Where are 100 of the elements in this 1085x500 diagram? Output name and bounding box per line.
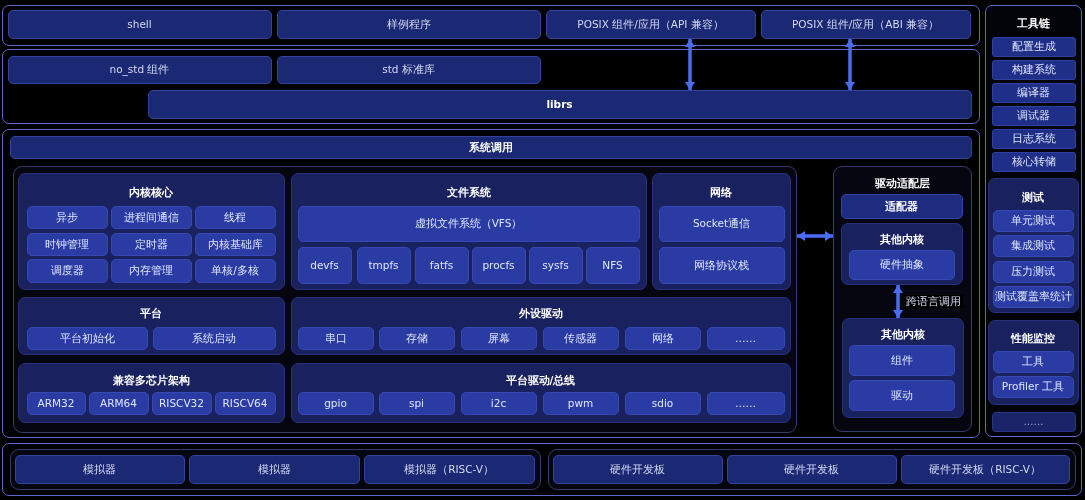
module-block: 传感器 bbox=[542, 326, 619, 350]
module-block: 模拟器 bbox=[14, 454, 185, 484]
module-block: 调试器 bbox=[991, 105, 1076, 126]
module-block: spi bbox=[378, 391, 455, 415]
module-block: 集成测试 bbox=[992, 234, 1074, 257]
group-panel bbox=[832, 165, 972, 432]
module-block: 构建系统 bbox=[991, 59, 1076, 80]
double-arrow bbox=[685, 39, 695, 90]
group-panel bbox=[290, 362, 791, 423]
module-block: std 标准库 bbox=[276, 55, 541, 84]
panel-title: 工具链 bbox=[1017, 15, 1050, 30]
panel-title: 平台 bbox=[140, 305, 162, 320]
module-block: 压力测试 bbox=[992, 260, 1074, 283]
module-block: sdio bbox=[624, 391, 701, 415]
module-block: no_std 组件 bbox=[7, 55, 272, 84]
module-block: devfs bbox=[297, 246, 352, 284]
module-block: shell bbox=[7, 9, 272, 39]
module-block: 单元测试 bbox=[992, 209, 1074, 232]
module-block: NFS bbox=[585, 246, 640, 284]
module-block: tmpfs bbox=[356, 246, 411, 284]
group-panel bbox=[17, 296, 285, 355]
module-block: 内存管理 bbox=[110, 258, 192, 283]
group-panel bbox=[290, 172, 647, 290]
module-block: Profiler 工具 bbox=[992, 375, 1074, 398]
module-block: …… bbox=[706, 326, 785, 350]
group-panel bbox=[651, 172, 791, 290]
group-panel bbox=[987, 177, 1079, 313]
module-block: 时钟管理 bbox=[26, 232, 108, 256]
group-panel bbox=[840, 222, 963, 285]
module-block: 系统启动 bbox=[152, 326, 276, 350]
module-block: ARM32 bbox=[26, 391, 86, 415]
layer-panel bbox=[2, 129, 980, 438]
module-block: 存储 bbox=[378, 326, 455, 350]
module-block: 平台初始化 bbox=[26, 326, 148, 350]
layer-panel bbox=[2, 443, 1082, 496]
module-block: i2c bbox=[460, 391, 537, 415]
module-block: 调度器 bbox=[26, 258, 108, 283]
module-block: 系统调用 bbox=[9, 135, 972, 159]
layer-panel bbox=[2, 49, 980, 124]
module-block: RISCV32 bbox=[151, 391, 212, 415]
module-block: 样例程序 bbox=[276, 9, 541, 39]
module-block: Socket通信 bbox=[658, 205, 785, 242]
double-arrow bbox=[797, 231, 833, 241]
module-block: RISCV64 bbox=[214, 391, 276, 415]
module-block: 硬件开发板（RISC-V） bbox=[900, 454, 1070, 484]
module-block: …… bbox=[706, 391, 785, 415]
group-panel bbox=[547, 448, 1076, 490]
module-block: fatfs bbox=[414, 246, 469, 284]
group-panel bbox=[17, 362, 285, 423]
panel-title: 其他内核 bbox=[879, 231, 924, 246]
module-block: 组件 bbox=[848, 344, 955, 376]
layer-panel bbox=[2, 5, 980, 46]
module-block: 内核基础库 bbox=[194, 232, 276, 256]
module-block: gpio bbox=[297, 391, 374, 415]
module-block: 屏幕 bbox=[460, 326, 537, 350]
module-block: POSIX 组件/应用（API 兼容） bbox=[545, 9, 756, 39]
module-block: 线程 bbox=[194, 205, 276, 229]
panel-title: 外设驱动 bbox=[518, 305, 563, 320]
panel-title: 测试 bbox=[1022, 189, 1044, 204]
module-block: 硬件开发板 bbox=[726, 454, 897, 484]
panel-title: 内核核心 bbox=[129, 184, 173, 199]
module-block: librs bbox=[147, 89, 972, 119]
double-arrow bbox=[845, 39, 855, 90]
module-block: ARM64 bbox=[88, 391, 149, 415]
group-panel bbox=[9, 448, 541, 490]
module-block: pwm bbox=[542, 391, 619, 415]
panel-title: 性能监控 bbox=[1011, 330, 1055, 345]
module-block: 模拟器 bbox=[188, 454, 360, 484]
double-arrow bbox=[893, 285, 903, 318]
module-block: 异步 bbox=[26, 205, 108, 229]
module-block: 配置生成 bbox=[991, 36, 1076, 57]
group-panel bbox=[12, 165, 797, 433]
module-block: POSIX 组件/应用（ABI 兼容） bbox=[760, 9, 971, 39]
panel-title: 网络 bbox=[710, 184, 732, 199]
module-block: sysfs bbox=[528, 246, 583, 284]
group-panel bbox=[987, 319, 1079, 405]
module-block: 网络协议栈 bbox=[658, 246, 785, 284]
module-block: …… bbox=[991, 411, 1076, 432]
panel-title: 文件系统 bbox=[446, 184, 491, 199]
module-block: 日志系统 bbox=[991, 128, 1076, 149]
group-panel bbox=[290, 296, 791, 355]
module-block: 虚拟文件系统（VFS） bbox=[297, 205, 640, 242]
module-block: 核心转储 bbox=[991, 151, 1076, 172]
module-block: 单核/多核 bbox=[194, 258, 276, 283]
module-block: 驱动 bbox=[848, 379, 955, 411]
module-block: 硬件抽象 bbox=[848, 249, 955, 280]
panel-title: 兼容多芯片架构 bbox=[112, 372, 190, 387]
module-block: 适配器 bbox=[840, 193, 963, 219]
group-panel bbox=[985, 5, 1082, 437]
module-block: 串口 bbox=[297, 326, 374, 350]
group-panel bbox=[841, 317, 964, 418]
group-panel bbox=[17, 172, 285, 290]
module-block: 硬件开发板 bbox=[552, 454, 723, 484]
module-block: 工具 bbox=[992, 350, 1074, 373]
panel-title: 平台驱动/总线 bbox=[505, 372, 576, 387]
module-block: 网络 bbox=[624, 326, 701, 350]
panel-title: 其他内核 bbox=[880, 326, 925, 341]
panel-title: 驱动适配层 bbox=[874, 175, 930, 190]
module-block: 测试覆盖率统计 bbox=[992, 285, 1074, 308]
module-block: procfs bbox=[471, 246, 526, 284]
